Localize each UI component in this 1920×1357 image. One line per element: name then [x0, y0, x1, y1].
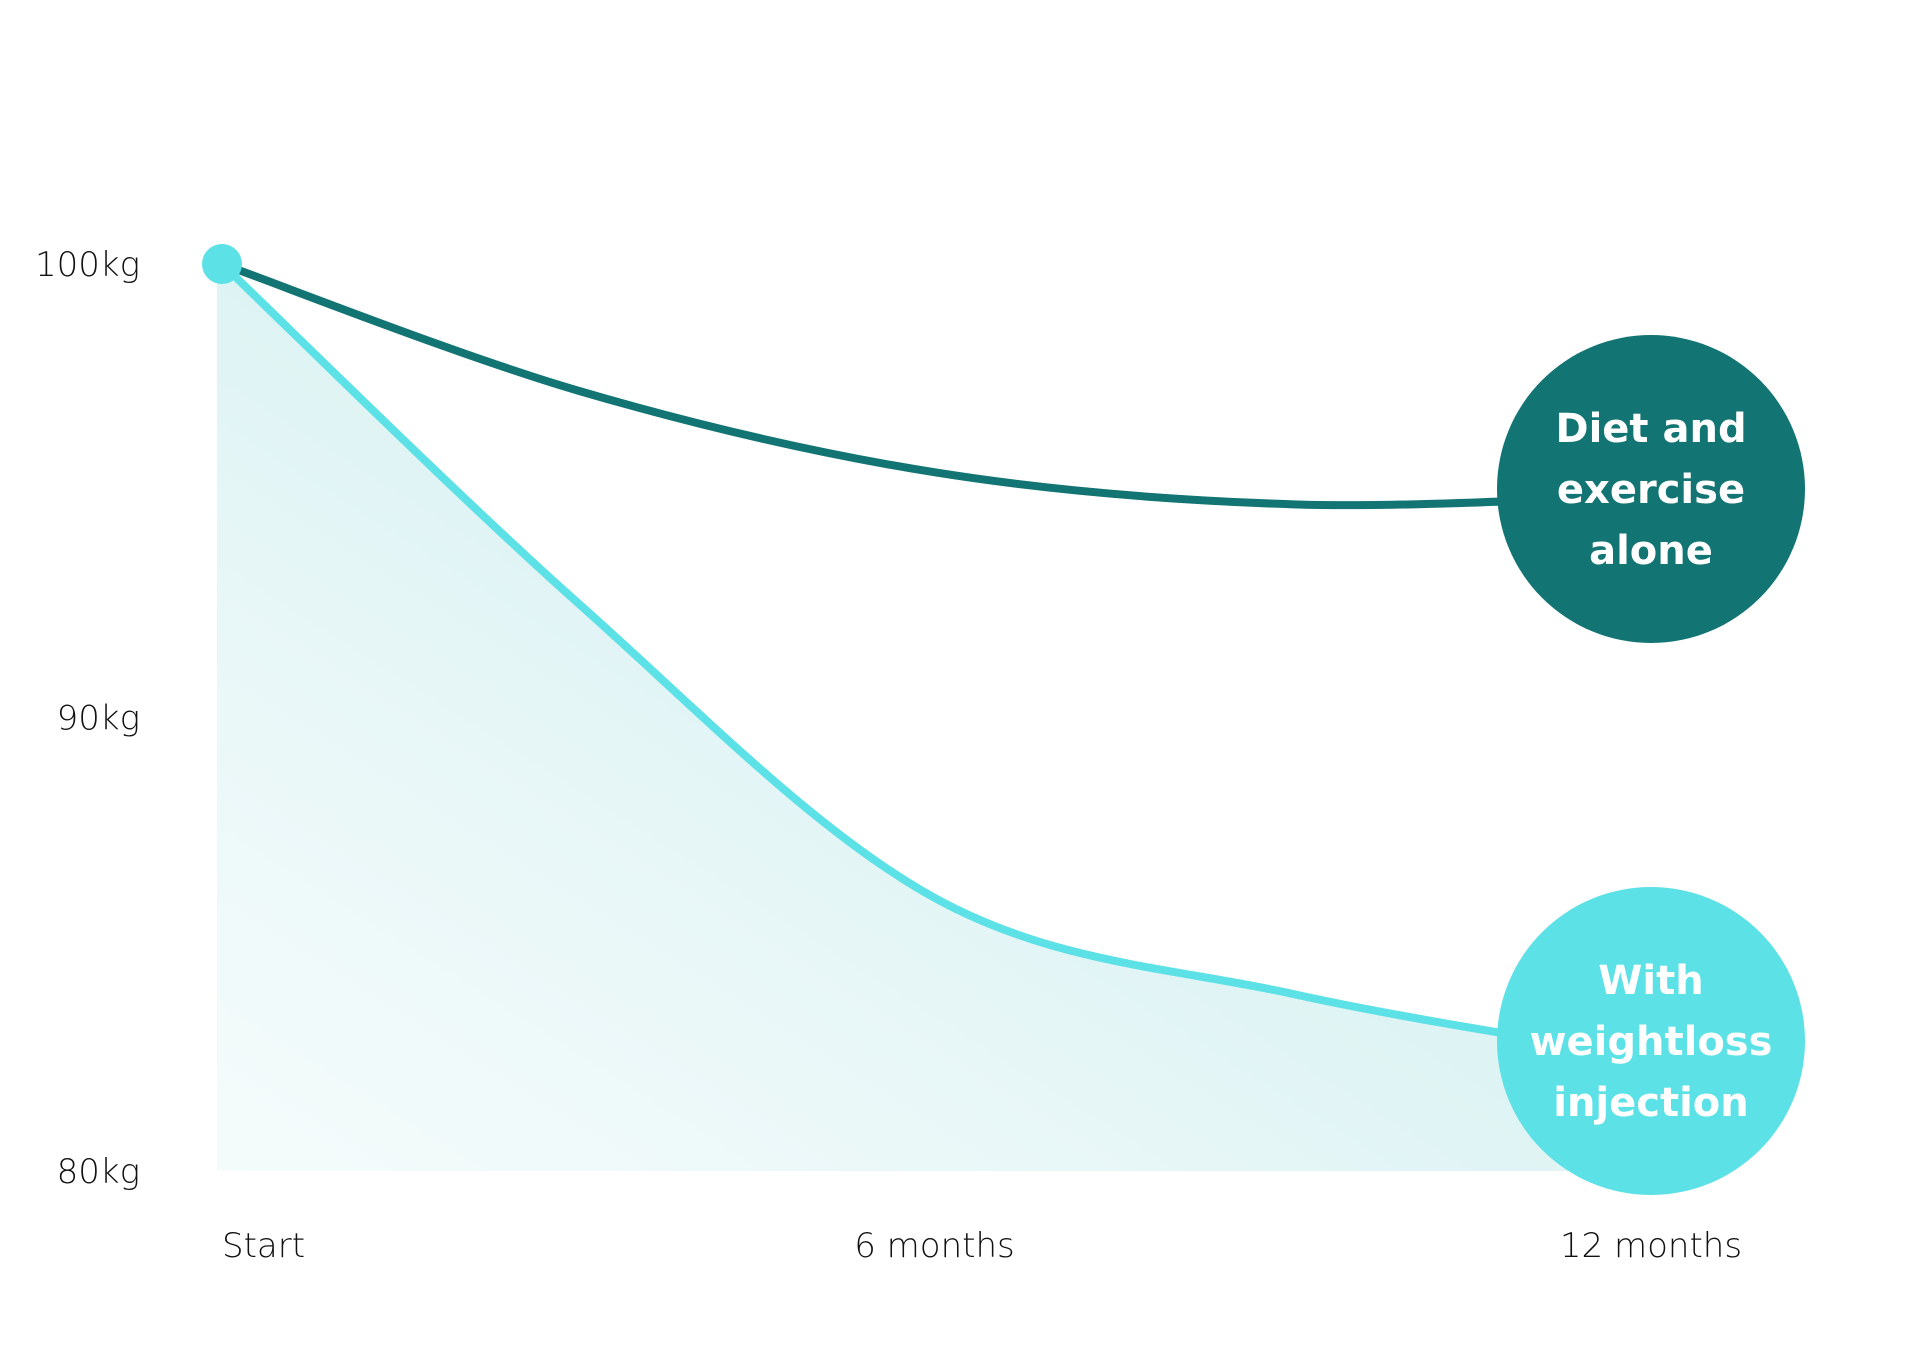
diet-exercise-label-line: alone	[1589, 528, 1713, 574]
injection-label-bubble: With weightloss injection	[1497, 887, 1805, 1195]
injection-label-line: injection	[1553, 1080, 1749, 1126]
x-tick-label: 6 months	[854, 1226, 1015, 1266]
injection-label-line: With	[1598, 958, 1703, 1004]
injection-line	[218, 260, 1655, 1062]
y-tick-label: 80kg	[57, 1152, 140, 1192]
y-tick-label: 100kg	[35, 245, 140, 285]
injection-area-fill	[217, 264, 1651, 1171]
diet-exercise-label-bubble: Diet and exercise alone	[1497, 335, 1805, 643]
diet-exercise-line	[218, 260, 1655, 510]
x-tick-label: 12 months	[1560, 1226, 1742, 1266]
y-tick-label: 90kg	[57, 699, 140, 739]
x-tick-label: Start	[222, 1226, 305, 1266]
diet-exercise-label-line: exercise	[1557, 467, 1745, 513]
start-point-marker	[202, 244, 242, 284]
injection-label-line: weightloss	[1530, 1019, 1773, 1065]
diet-exercise-bubble-circle	[1497, 335, 1805, 643]
injection-bubble-circle	[1497, 887, 1805, 1195]
diet-exercise-label-line: Diet and	[1555, 406, 1746, 452]
